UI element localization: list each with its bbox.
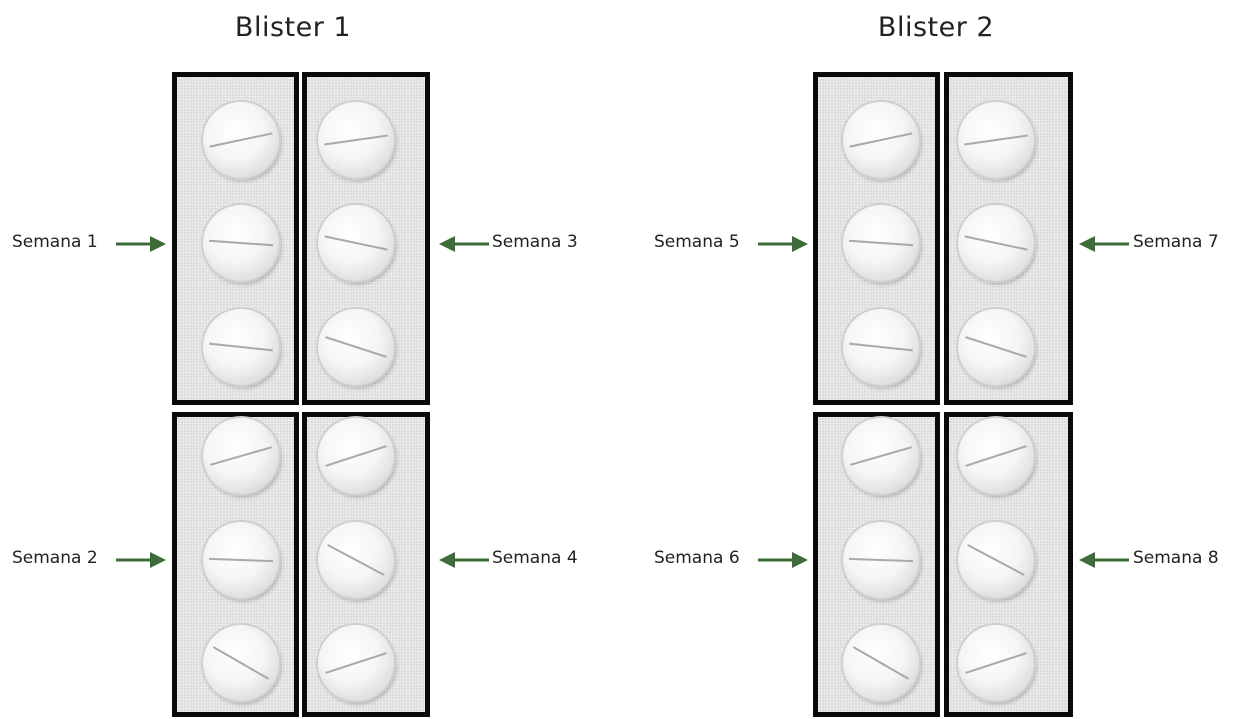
arrow-right-icon bbox=[116, 552, 166, 568]
arrow-right-icon bbox=[758, 236, 808, 252]
pill bbox=[843, 418, 919, 494]
pill bbox=[203, 625, 279, 701]
week-4-label: Semana 4 bbox=[492, 548, 578, 568]
week-7-label: Semana 7 bbox=[1133, 232, 1219, 252]
week-6-label: Semana 6 bbox=[654, 548, 740, 568]
week-1-label: Semana 1 bbox=[12, 232, 98, 252]
arrow-left-icon bbox=[1079, 552, 1129, 568]
pill bbox=[318, 418, 394, 494]
pill bbox=[843, 102, 919, 178]
pill bbox=[958, 522, 1034, 598]
blister-1-title: Blister 1 bbox=[234, 12, 352, 43]
week-3-label: Semana 3 bbox=[492, 232, 578, 252]
pill bbox=[203, 309, 279, 385]
week-2-label: Semana 2 bbox=[12, 548, 98, 568]
pill bbox=[203, 102, 279, 178]
pill bbox=[318, 522, 394, 598]
arrow-left-icon bbox=[439, 236, 489, 252]
pill bbox=[958, 625, 1034, 701]
pill bbox=[318, 625, 394, 701]
pill bbox=[203, 522, 279, 598]
arrow-right-icon bbox=[116, 236, 166, 252]
week-8-label: Semana 8 bbox=[1133, 548, 1219, 568]
pill bbox=[843, 309, 919, 385]
pill bbox=[843, 522, 919, 598]
pill bbox=[203, 418, 279, 494]
pill bbox=[958, 309, 1034, 385]
pill bbox=[203, 205, 279, 281]
pill bbox=[958, 418, 1034, 494]
pill bbox=[958, 102, 1034, 178]
pill bbox=[958, 205, 1034, 281]
arrow-right-icon bbox=[758, 552, 808, 568]
week-5-label: Semana 5 bbox=[654, 232, 740, 252]
pill bbox=[843, 625, 919, 701]
pill bbox=[843, 205, 919, 281]
arrow-left-icon bbox=[1079, 236, 1129, 252]
blister-2-title: Blister 2 bbox=[877, 12, 995, 43]
pill bbox=[318, 309, 394, 385]
pill bbox=[318, 205, 394, 281]
arrow-left-icon bbox=[439, 552, 489, 568]
pill bbox=[318, 102, 394, 178]
